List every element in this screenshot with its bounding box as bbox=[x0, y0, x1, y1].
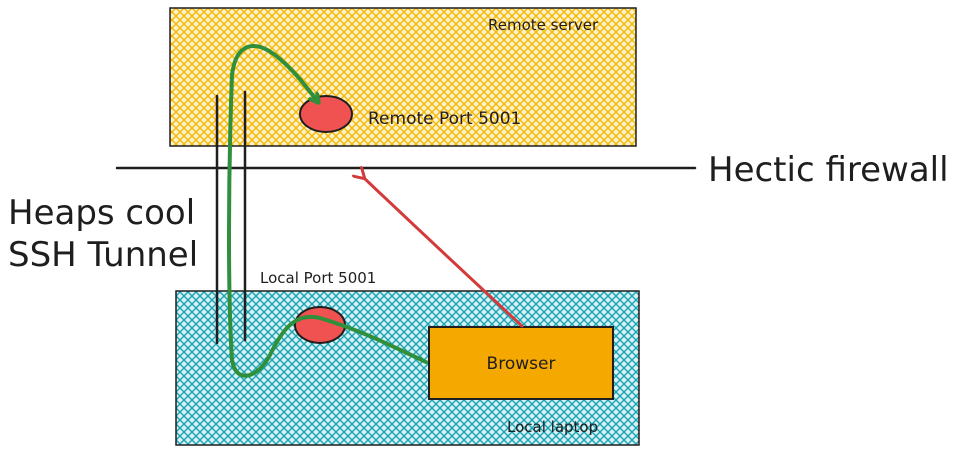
ssh-tunnel-route bbox=[227, 44, 428, 378]
firewall-label: Hectic firewall bbox=[708, 150, 949, 190]
tunnel-label-line1: Heaps cool bbox=[8, 193, 195, 233]
browser-label: Browser bbox=[487, 354, 556, 374]
local-port-label: Local Port 5001 bbox=[260, 269, 376, 287]
browser-box bbox=[428, 326, 614, 400]
remote-port-marker bbox=[299, 95, 353, 133]
remote-server-label: Remote server bbox=[488, 16, 599, 34]
blocked-connection-arrow bbox=[364, 178, 524, 328]
tunnel-label-line2: SSH Tunnel bbox=[8, 235, 198, 275]
local-laptop-label: Local laptop bbox=[507, 418, 598, 436]
remote-server-box bbox=[169, 7, 637, 147]
remote-port-label: Remote Port 5001 bbox=[368, 109, 521, 129]
